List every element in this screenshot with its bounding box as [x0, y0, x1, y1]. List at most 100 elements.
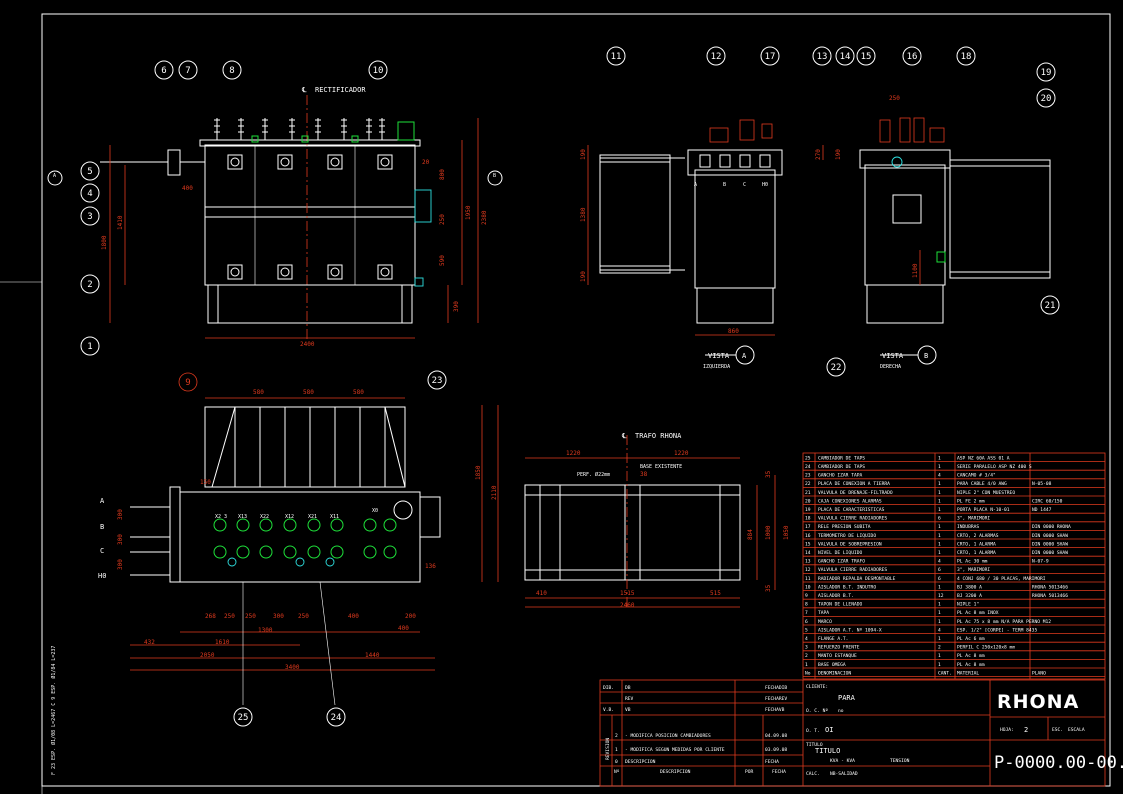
tb-rev-label: REVISION — [605, 738, 611, 760]
bom-cell-qty: 6 — [938, 516, 941, 522]
plan-view — [130, 397, 499, 706]
dim-plan-b-0: 268 — [205, 613, 216, 620]
balloon-1: 1 — [87, 342, 92, 352]
dim-trafo-884: 884 — [747, 529, 754, 540]
view-a-title: VISTA — [708, 352, 730, 360]
tb-titulo-label: TITULO — [806, 742, 823, 748]
rectifier-cl-symbol: ℄ — [301, 86, 307, 94]
bom-cell-mat: CRTO, 1 ALARMA — [957, 541, 996, 547]
bom-cell-qty: 1 — [938, 481, 941, 487]
dim-plan-b-4: 250 — [298, 613, 309, 620]
bom-cell-desc: VALVULA CIERRE RADIADORES — [818, 567, 887, 573]
dim-plan-2050: 2050 — [200, 652, 215, 659]
bom-cell-qty: 1 — [938, 550, 941, 556]
bom-cell-qty: 1 — [938, 498, 941, 504]
balloon-11: 11 — [611, 52, 622, 62]
balloon-17: 17 — [765, 52, 776, 62]
bom-cell-n: 1 — [805, 662, 808, 668]
phase-label-h0: H0 — [98, 572, 106, 580]
dim-trafo-1050: 1050 — [783, 525, 790, 540]
tb-vb-v: VB — [625, 707, 631, 713]
bom-cell-desc: CAMBIADOR DE TAPS — [818, 455, 865, 461]
balloon-4: 4 — [87, 189, 92, 199]
bom-cell-qty: 1 — [938, 662, 941, 668]
balloon-circle — [606, 46, 626, 66]
phase-label-c: C — [100, 547, 104, 555]
view-b — [822, 117, 1051, 365]
dim-view-a-1380: 1380 — [580, 207, 587, 222]
front-phase-b: B — [723, 182, 726, 188]
bom-cell-qty: 4 — [938, 473, 941, 479]
side-arrow-a-marker — [47, 170, 63, 186]
balloon-18: 18 — [961, 52, 972, 62]
bom-cell-desc: AISLADOR A.T. Nº 1094-X — [818, 627, 882, 633]
balloon-5: 5 — [87, 167, 92, 177]
bom-cell-qty: 4 — [938, 627, 941, 633]
bom-cell-n: 5 — [805, 627, 808, 633]
dim-view-b-270: 270 — [815, 149, 822, 160]
dim-plan-b-3: 300 — [273, 613, 284, 620]
balloon-circle — [154, 60, 174, 80]
bom-cell-desc: TERMOMETRO DE LIQUIDO — [818, 533, 876, 539]
balloon-circle — [222, 60, 242, 80]
balloon-14: 14 — [840, 52, 851, 62]
bom-cell-desc: CAMBIADOR DE TAPS — [818, 464, 865, 470]
bom-cell-mat: 3", MARIMORI — [957, 516, 990, 522]
balloon-6: 6 — [161, 66, 166, 76]
bom-table — [802, 452, 1106, 680]
bom-cell-qty: 1 — [938, 464, 941, 470]
balloon-15: 15 — [861, 52, 872, 62]
bom-cell-qty: 1 — [938, 455, 941, 461]
bom-header-qty: CANT. — [938, 670, 952, 676]
bom-header-n: No — [805, 670, 811, 676]
dim-trafo-1515: 1515 — [620, 590, 635, 597]
view-a-sub: IZQUIERDA — [703, 364, 730, 370]
dim-plan-1440: 1440 — [365, 652, 380, 659]
terminal-x0: X0 — [372, 508, 378, 514]
trafo-view — [524, 435, 776, 610]
bom-cell-mat: PL Ac 8 mm INOX — [957, 610, 999, 616]
bom-cell-mat: PARA CABLE 4/0 AWG — [957, 481, 1007, 487]
revision-date: 04.09.08 — [765, 733, 787, 739]
balloon-7: 7 — [185, 66, 190, 76]
tb-cliente-label: CLIENTE: — [806, 684, 828, 690]
tb-rev: REV — [625, 696, 634, 702]
dim-plan-top-1: 580 — [253, 389, 264, 396]
bom-cell-desc: PLACA DE CONEXION A TIERRA — [818, 481, 890, 487]
front-view — [100, 95, 479, 340]
bom-cell-desc: PLACA DE CARACTERISTICAS — [818, 507, 885, 513]
bom-cell-desc: VALVULA DE SOBREPRESION — [818, 541, 882, 547]
trafo-cl-label: TRAFO RHONA — [635, 432, 682, 440]
bom-cell-n: 12 — [805, 567, 811, 573]
bom-cell-n: 14 — [805, 550, 811, 556]
bom-cell-plan: RHONA 5013466 — [1032, 584, 1068, 590]
dim-front-390: 390 — [453, 301, 460, 312]
tb-col-desc: DESCRIPCION — [660, 769, 691, 775]
bom-cell-n: 20 — [805, 498, 811, 504]
tb-col-n: Nº — [614, 769, 620, 775]
dim-trafo-35a: 35 — [765, 470, 772, 478]
balloon-circle — [427, 370, 447, 390]
dim-view-a-860: 860 — [728, 328, 739, 335]
bom-cell-qty: 1 — [938, 610, 941, 616]
dim-trafo-1220b: 1220 — [674, 450, 689, 457]
dim-front-800: 800 — [439, 169, 446, 180]
terminal-x23: X2 3 — [215, 514, 227, 520]
bom-cell-n: 18 — [805, 516, 811, 522]
bom-cell-desc: RELE PRESION SUBITA — [818, 524, 871, 530]
bom-header-plan: PLANO — [1032, 670, 1046, 676]
bom-cell-mat: PL FE 2 mm — [957, 498, 985, 504]
dim-view-b-1100: 1100 — [912, 263, 919, 278]
balloon-20: 20 — [1041, 94, 1052, 104]
dim-view-b-250: 250 — [889, 95, 900, 102]
bom-cell-n: 11 — [805, 576, 811, 582]
dim-front-1950: 1950 — [465, 205, 472, 220]
tb-esc-label: ESC. — [1052, 727, 1063, 733]
balloon-circle — [826, 357, 846, 377]
front-phase-c: C — [743, 182, 746, 188]
tb-calc-value: NB-SALIDAD — [830, 771, 858, 777]
tb-titulo-sub1: KVA - KVA — [830, 758, 855, 764]
balloon-13: 13 — [817, 52, 828, 62]
